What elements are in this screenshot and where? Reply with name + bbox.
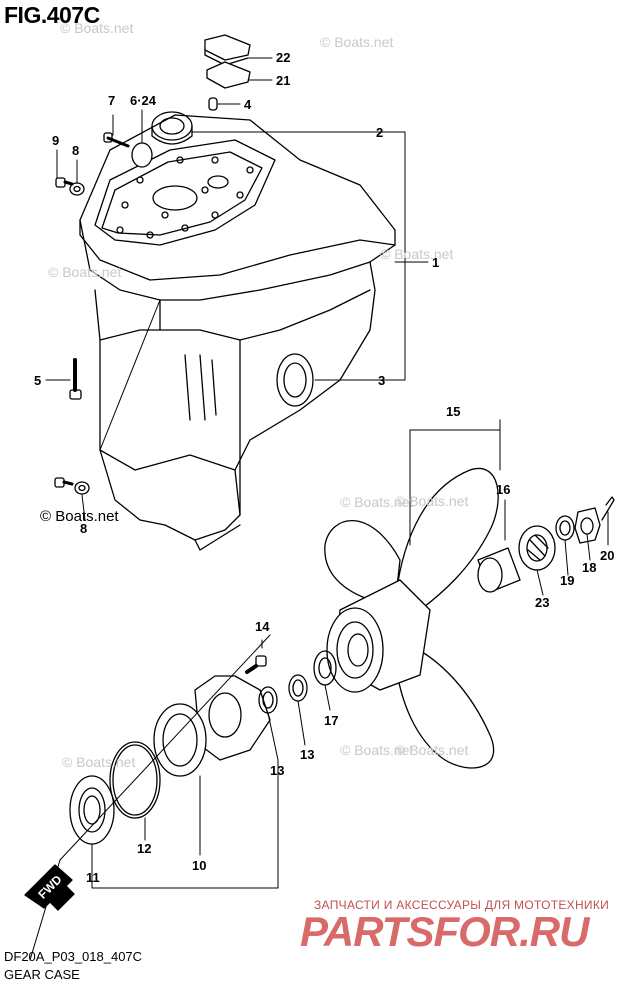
watermark: © Boats.net: [48, 264, 122, 280]
prop-hardware: [477, 496, 615, 593]
callout-11: 11: [86, 870, 100, 885]
callout-23: 23: [535, 595, 550, 610]
watermark: © Boats.net: [395, 493, 469, 509]
fwd-arrow-icon: [24, 864, 75, 911]
figure-title: FIG.407C: [4, 2, 100, 28]
callout-13-left: 13: [270, 763, 285, 778]
watermark: © Boats.net: [340, 494, 414, 510]
watermark: © Boats.net: [395, 742, 469, 758]
parts-bottom: [69, 650, 337, 845]
callout-8-lower: 8: [80, 521, 88, 536]
callout-17: 17: [324, 713, 339, 728]
promo-subtitle: ЗАПЧАСТИ И АКСЕССУАРЫ ДЛЯ МОТОТЕХНИКИ: [314, 898, 610, 912]
leader-lines: [29, 57, 609, 961]
callout-22: 22: [276, 50, 291, 65]
callout-5: 5: [34, 373, 42, 388]
watermark: © Boats.net: [62, 754, 136, 770]
promo-logo[interactable]: PARTSFOR.RU: [300, 908, 589, 955]
callout-10: 10: [192, 858, 207, 873]
callout-2: 2: [376, 125, 384, 140]
callout-15: 15: [446, 404, 461, 419]
diagram-code: DF20A_P03_018_407C: [4, 949, 143, 964]
callout-12: 12: [137, 841, 152, 856]
callout-13-right: 13: [300, 747, 315, 762]
callout-3: 3: [378, 373, 386, 388]
watermark: © Boats.net: [320, 34, 394, 50]
callout-19: 19: [560, 573, 575, 588]
watermark: © Boats.net: [60, 20, 134, 36]
watermark: © Boats.net: [380, 246, 454, 262]
callout-9: 9: [52, 133, 60, 148]
propeller: [324, 467, 499, 769]
callout-20: 20: [600, 548, 615, 563]
callout-18: 18: [582, 560, 597, 575]
callout-1: 1: [432, 255, 440, 270]
callout-14: 14: [255, 619, 270, 634]
watermark-dark: © Boats.net: [40, 508, 119, 525]
diagram-caption: GEAR CASE: [4, 967, 80, 982]
gear-case-housing: [79, 114, 396, 551]
callout-4: 4: [244, 97, 252, 112]
callout-16: 16: [496, 482, 511, 497]
callout-21: 21: [276, 73, 291, 88]
watermark: © Boats.net: [340, 742, 414, 758]
callout-8: 8: [72, 143, 80, 158]
callout-6-24: 6·24: [130, 93, 157, 108]
parts-top: [54, 34, 251, 495]
callout-7: 7: [108, 93, 116, 108]
